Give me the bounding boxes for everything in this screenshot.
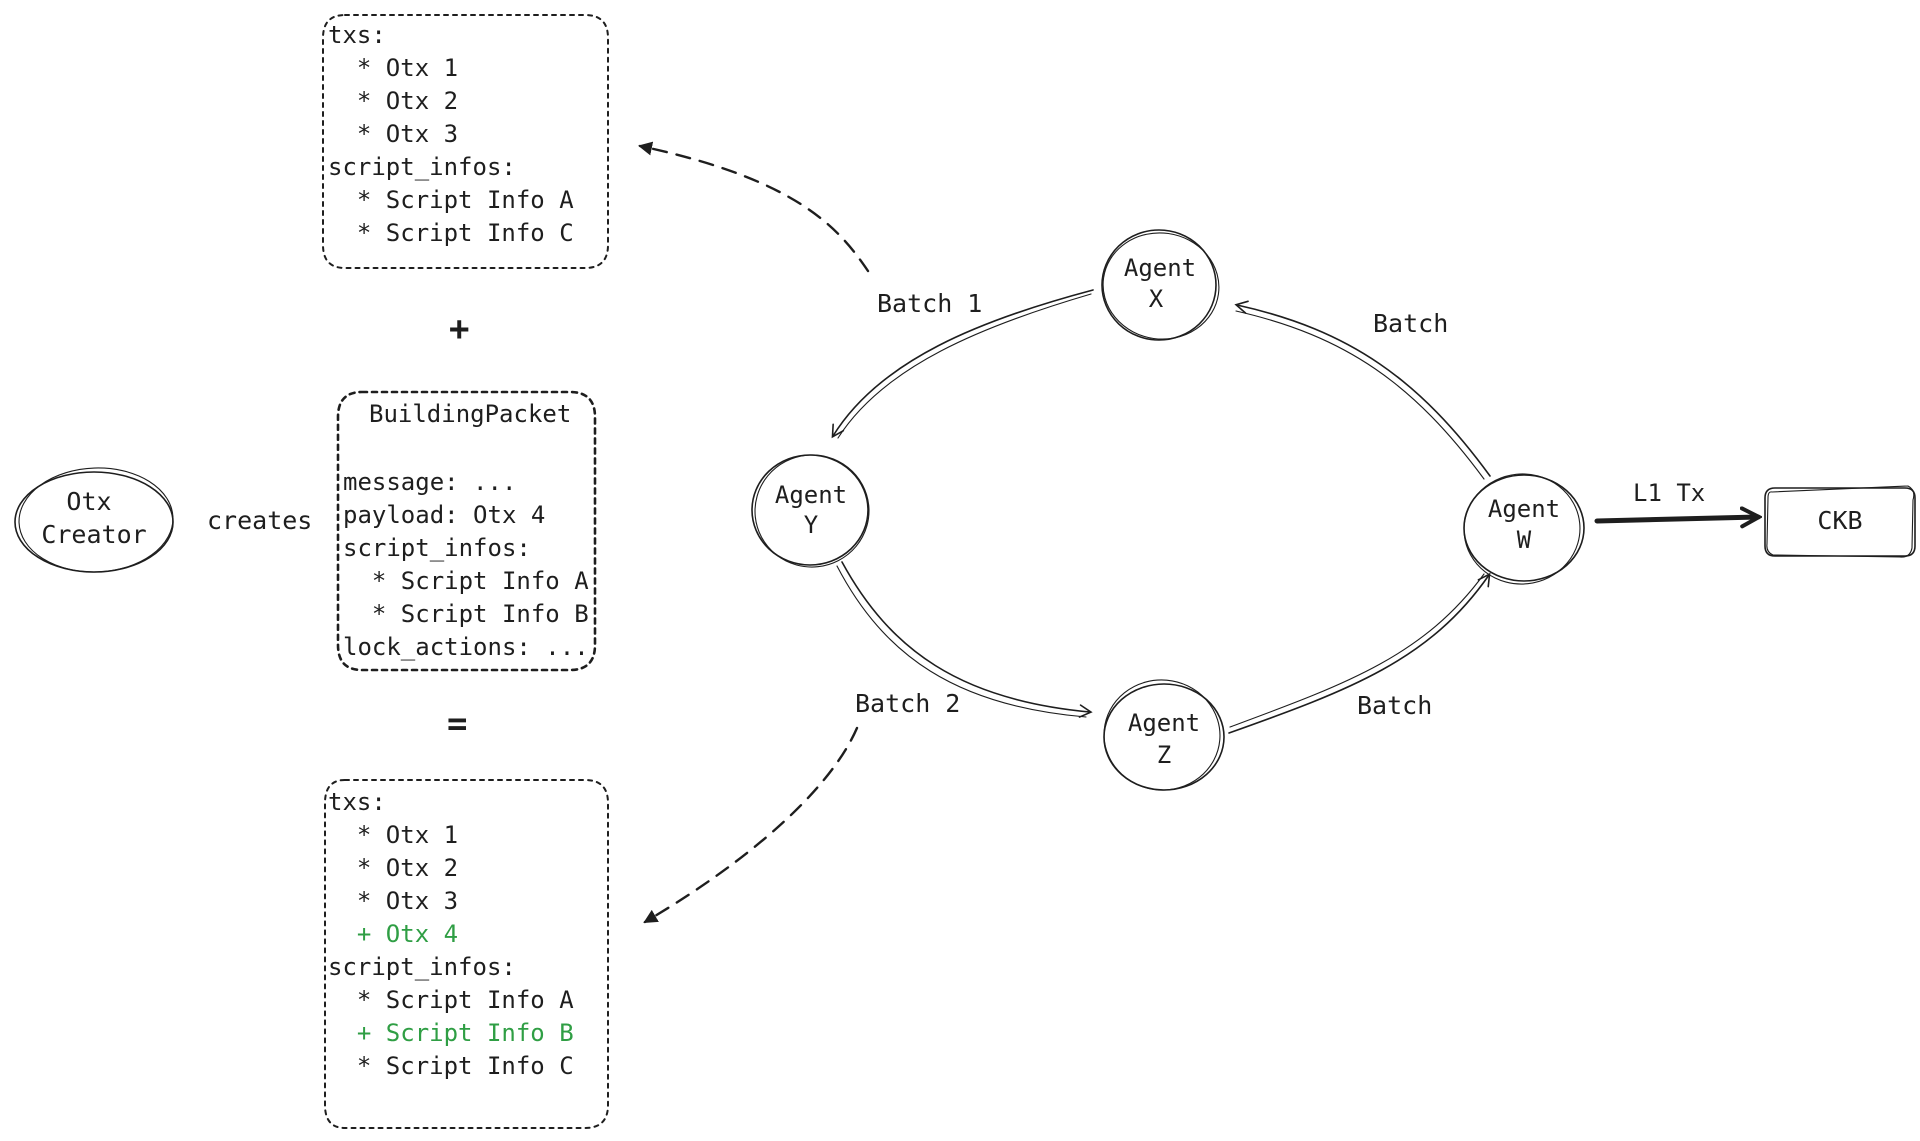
edge-w-to-ckb xyxy=(1594,517,1758,521)
dashed-arrow-batch-2 xyxy=(643,726,859,924)
plus-symbol: + xyxy=(449,309,469,349)
top-box-line: * Script Info A xyxy=(328,186,574,214)
bottom-box-line: * Otx 3 xyxy=(328,887,458,915)
agent-x-label: X xyxy=(1149,285,1164,313)
agent-y-node: Agent Y xyxy=(751,454,870,568)
label-l1-tx: L1 Tx xyxy=(1633,479,1705,507)
agent-x-node: Agent X xyxy=(1101,229,1220,341)
building-packet-line: message: ... xyxy=(343,468,516,496)
building-packet-box: BuildingPacket message: ... payload: Otx… xyxy=(336,390,597,672)
top-box-line: * Script Info C xyxy=(328,219,574,247)
edge-y-to-z xyxy=(836,561,1093,718)
building-packet-line: * Script Info B xyxy=(343,600,589,628)
bottom-txs-box: txs: * Otx 1 * Otx 2 * Otx 3 + Otx 4 scr… xyxy=(324,779,609,1129)
otx-creator-node: Otx Creator xyxy=(14,467,174,573)
otx-creator-label: Otx xyxy=(66,487,111,516)
agent-z-label: Agent xyxy=(1128,709,1200,737)
building-packet-line: * Script Info A xyxy=(343,567,589,595)
top-box-line: * Otx 1 xyxy=(328,54,458,82)
edge-x-to-y xyxy=(831,289,1094,439)
agent-y-label: Agent xyxy=(775,481,847,509)
agent-z-label: Z xyxy=(1157,741,1171,769)
dashed-arrow-batch-1 xyxy=(638,141,870,273)
agent-y-label: Y xyxy=(804,511,819,539)
bottom-box-line: * Script Info A xyxy=(328,986,574,1014)
bottom-box-line: * Otx 1 xyxy=(328,821,458,849)
otx-creator-label: Creator xyxy=(41,520,146,549)
building-packet-line: script_infos: xyxy=(343,534,531,562)
label-batch-w-to-x: Batch xyxy=(1373,309,1448,338)
edge-z-to-w xyxy=(1228,572,1491,734)
agent-w-node: Agent W xyxy=(1463,473,1585,585)
building-packet-line: lock_actions: ... xyxy=(343,633,589,661)
building-packet-title: BuildingPacket xyxy=(369,400,571,428)
agent-z-node: Agent Z xyxy=(1103,679,1225,791)
bottom-box-line: txs: xyxy=(328,788,386,816)
ckb-label: CKB xyxy=(1817,506,1862,535)
top-box-line: * Otx 2 xyxy=(328,87,458,115)
agent-x-label: Agent xyxy=(1124,254,1196,282)
top-box-line: txs: xyxy=(328,21,386,49)
top-box-line: script_infos: xyxy=(328,153,516,181)
label-batch-z-to-w: Batch xyxy=(1357,691,1432,720)
bottom-box-line: * Script Info C xyxy=(328,1052,574,1080)
bottom-box-line-added: + Script Info B xyxy=(328,1019,574,1047)
bottom-box-line: * Otx 2 xyxy=(328,854,458,882)
top-box-line: * Otx 3 xyxy=(328,120,458,148)
building-packet-line: payload: Otx 4 xyxy=(343,501,545,529)
agent-w-label: Agent xyxy=(1488,495,1560,523)
creates-label: creates xyxy=(207,506,312,535)
edge-w-to-x xyxy=(1234,300,1491,480)
equals-symbol: = xyxy=(447,704,467,744)
agent-w-label: W xyxy=(1517,526,1532,554)
bottom-box-line: script_infos: xyxy=(328,953,516,981)
bottom-box-line-added: + Otx 4 xyxy=(328,920,458,948)
label-batch-1: Batch 1 xyxy=(877,289,982,318)
label-batch-2: Batch 2 xyxy=(855,689,960,718)
ckb-node: CKB xyxy=(1764,485,1916,558)
top-txs-box: txs: * Otx 1 * Otx 2 * Otx 3 script_info… xyxy=(322,14,609,269)
